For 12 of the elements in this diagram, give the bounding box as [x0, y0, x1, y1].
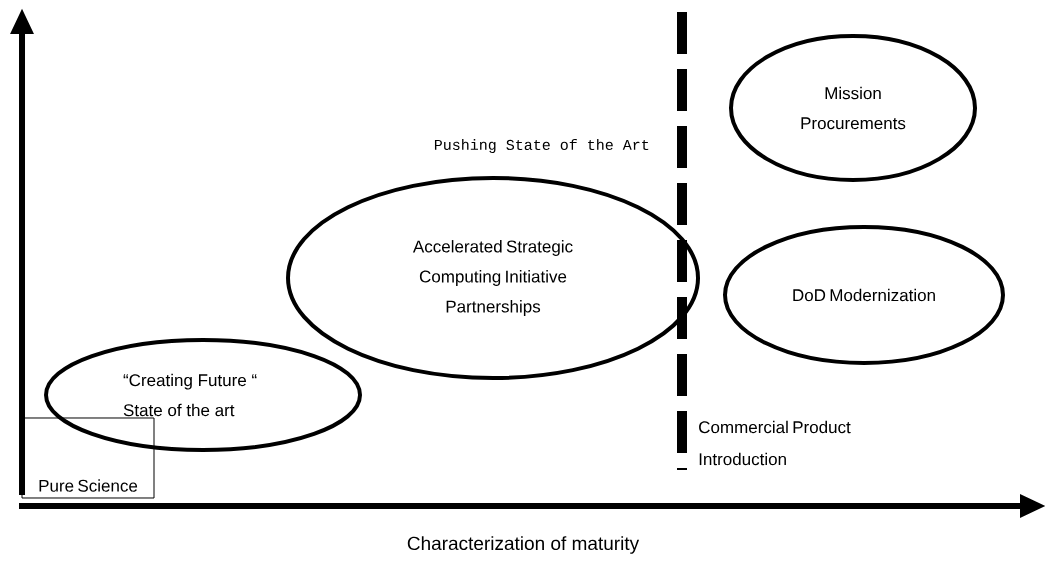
- caption-text: Commercial Product Introduction: [699, 420, 851, 466]
- ellipse: [286, 176, 700, 380]
- caption-text: Pushing State of the Art: [434, 139, 649, 153]
- ellipse-text: Accelerated Strategic Computing Initiative Partnerships: [412, 240, 573, 316]
- ellipse: [44, 338, 362, 452]
- ellipse-text: Mission Procurements: [801, 86, 906, 130]
- ellipse: [723, 225, 1005, 365]
- labeled-box: Pure Science: [21, 417, 155, 499]
- ellipse-text: DoD Modernization: [793, 288, 935, 302]
- ellipse-text: “Creating Future “ State of the art: [123, 373, 257, 417]
- ellipse: [729, 34, 977, 182]
- axis-label: Characterization of maturity: [407, 536, 640, 554]
